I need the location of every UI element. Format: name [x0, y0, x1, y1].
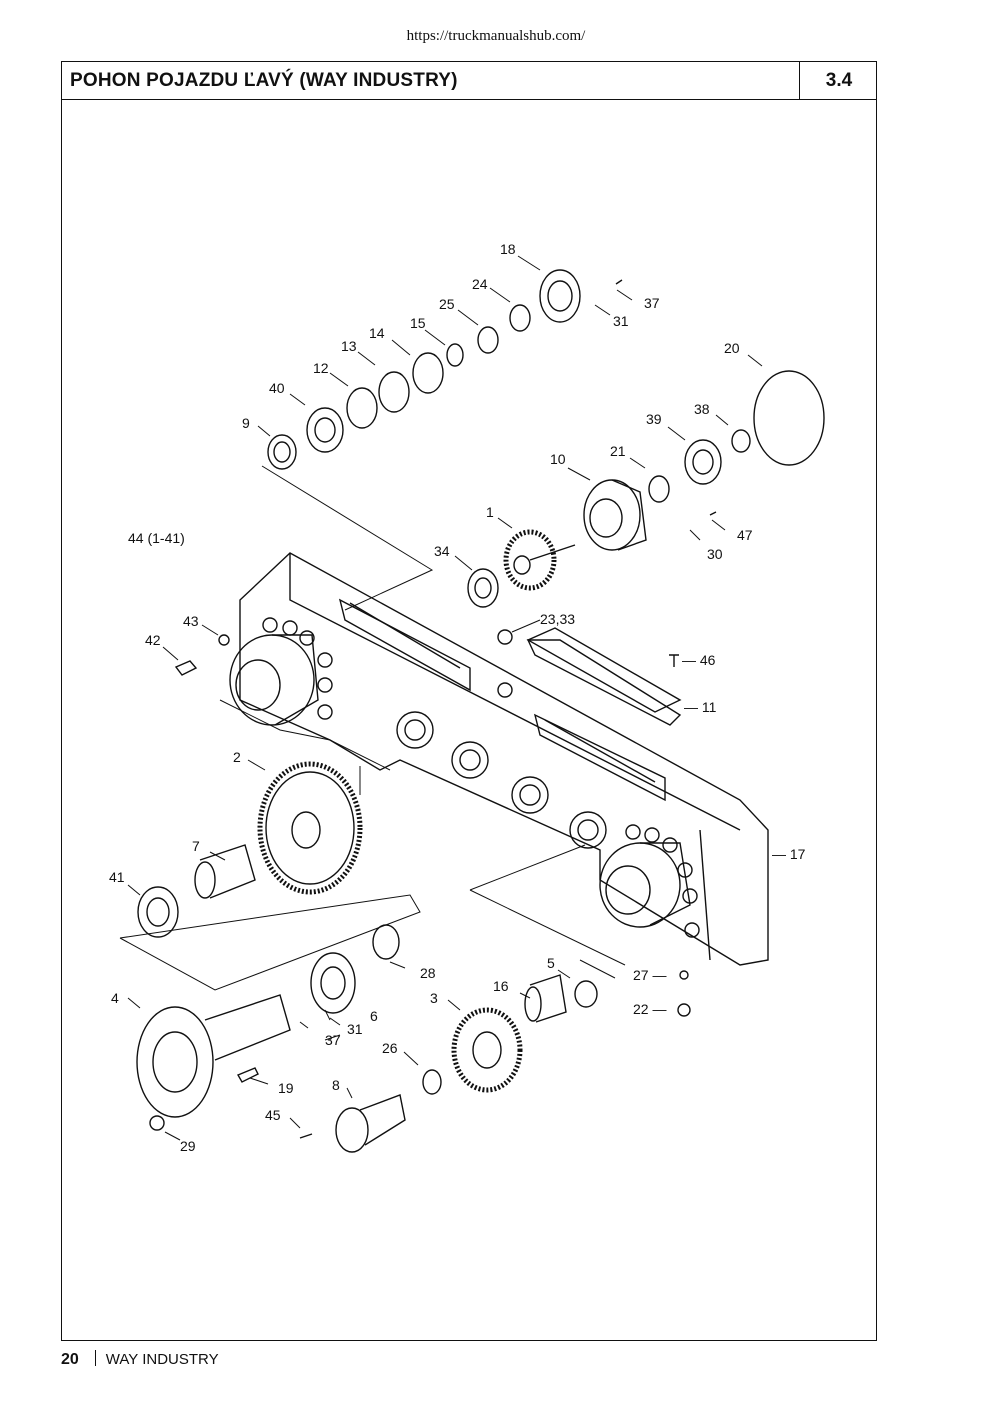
assembly-guide-lines: [119, 465, 626, 991]
callout-38: 38: [694, 401, 710, 417]
page-number: 20: [61, 1351, 79, 1368]
bearings-and-rings: [137, 269, 825, 1095]
callout-2: 2: [233, 749, 241, 765]
callout-34: 34: [434, 543, 450, 559]
callout-8: 8: [332, 1077, 340, 1093]
source-url[interactable]: https://truckmanualshub.com/: [406, 28, 586, 44]
callout-43: 43: [183, 613, 199, 629]
callout-30: 30: [707, 546, 723, 562]
section-number: 3.4: [825, 70, 853, 91]
callout-13: 13: [341, 338, 357, 354]
footer-divider: [94, 1350, 96, 1366]
callout-10: 10: [550, 451, 566, 467]
callout-18: 18: [500, 241, 516, 257]
callout-29: 29: [180, 1138, 196, 1154]
callout-24: 24: [472, 276, 488, 292]
carrier: [583, 479, 647, 551]
cover-plate: [526, 627, 682, 713]
callout-21: 21: [610, 443, 626, 459]
callout-17: — 17: [772, 846, 806, 862]
callout-37b: 37: [325, 1032, 341, 1048]
section-header: POHON POJAZDU ĽAVÝ (WAY INDUSTRY) 3.4: [62, 62, 876, 100]
callout-37a: 37: [644, 295, 660, 311]
callout-31b: 31: [347, 1021, 363, 1037]
pinion-gear: [451, 1007, 523, 1093]
callout-15: 15: [410, 315, 426, 331]
leader-lines: [127, 255, 763, 1141]
callout-11: — 11: [684, 699, 717, 715]
callout-20: 20: [724, 340, 740, 356]
section-title: POHON POJAZDU ĽAVÝ (WAY INDUSTRY): [70, 70, 458, 91]
shafts-and-flanges: [136, 844, 567, 1153]
callout-16: 16: [493, 978, 509, 994]
callout-28: 28: [420, 965, 436, 981]
callout-41: 41: [109, 869, 125, 885]
callout-14: 14: [369, 325, 385, 341]
input-gear: [503, 529, 576, 591]
callout-7: 7: [192, 838, 200, 854]
callout-5: 5: [547, 955, 555, 971]
callout-25: 25: [439, 296, 455, 312]
page-frame: POHON POJAZDU ĽAVÝ (WAY INDUSTRY) 3.4: [61, 61, 877, 1341]
callout-27: 27 —: [633, 967, 666, 983]
callout-47: 47: [737, 527, 753, 543]
footer-brand: WAY INDUSTRY: [105, 1351, 219, 1368]
large-gear: [257, 761, 363, 895]
callout-23-33: 23,33: [540, 611, 575, 627]
callout-42: 42: [145, 632, 161, 648]
callout-39: 39: [646, 411, 662, 427]
callout-22: 22 —: [633, 1001, 666, 1017]
header-divider: [799, 62, 800, 99]
callout-40: 40: [269, 380, 285, 396]
callout-12: 12: [313, 360, 329, 376]
drive-housing: [229, 552, 769, 966]
callout-26: 26: [382, 1040, 398, 1056]
callout-31a: 31: [613, 313, 629, 329]
callout-4: 4: [111, 990, 119, 1006]
callout-6: 6: [370, 1008, 378, 1024]
callout-9: 9: [242, 415, 250, 431]
callout-assembly: 44 (1-41): [128, 530, 185, 546]
fasteners: [149, 279, 717, 1139]
page-footer: 20 WAY INDUSTRY: [61, 1350, 219, 1369]
callout-labels: 44 (1-41) 18 24 25 15 14 13 12 40 9 37 3…: [109, 241, 806, 1154]
callout-45: 45: [265, 1107, 281, 1123]
callout-1: 1: [486, 504, 494, 520]
callout-19: 19: [278, 1080, 294, 1096]
callout-46: — 46: [682, 652, 716, 668]
callout-3: 3: [430, 990, 438, 1006]
